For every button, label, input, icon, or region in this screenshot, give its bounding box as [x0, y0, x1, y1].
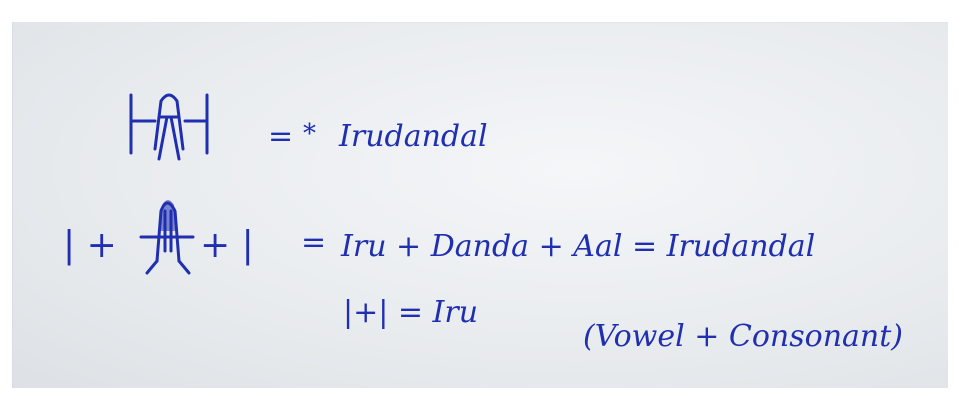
expression-iru-danda-aal: Iru + Danda + Aal = Irudandal [341, 229, 816, 264]
word-irudandal: Irudandal [339, 119, 488, 154]
whiteboard: = * Irudandal | + + | = Iru + Danda + Aa… [12, 22, 948, 388]
tamil-letter-irudandal-icon [125, 87, 215, 167]
equals-sign-2: = [301, 225, 327, 260]
note-vowel-consonant: (Vowel + Consonant) [583, 319, 903, 354]
vertical-bar-plus: | + [63, 225, 117, 266]
plus-vertical-bar: + | [200, 225, 254, 266]
equals-sign: = [268, 119, 294, 154]
tamil-letter-aal-icon [135, 191, 199, 279]
expression-iru: |+| = Iru [343, 295, 479, 330]
asterisk-mark: * [303, 119, 316, 149]
